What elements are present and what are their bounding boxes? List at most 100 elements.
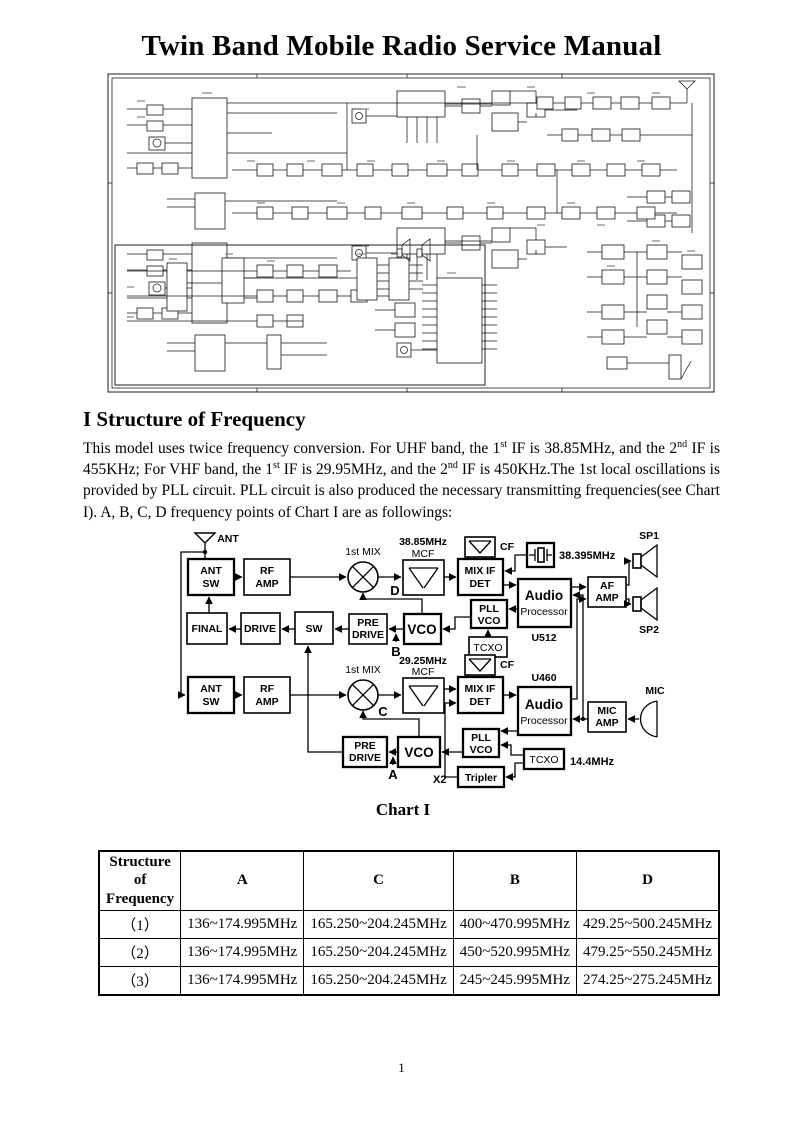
vhf-rf-amp-box: RF AMP <box>243 675 291 714</box>
vhf-mcf-filter: 29.25MHz MCF <box>399 655 447 714</box>
uhf-audio-processor-box: Audio Processor U512 <box>516 577 573 644</box>
cell-a: 136~174.995MHz <box>180 965 305 996</box>
svg-text:DRIVE: DRIVE <box>352 629 384 641</box>
page-title: Twin Band Mobile Radio Service Manual <box>141 30 662 62</box>
schematic-left-ics <box>127 97 357 372</box>
vhf-pre-drive-box: PRE DRIVE <box>341 735 389 768</box>
cell-d: 479.25~550.245MHz <box>576 937 720 967</box>
sp1-label: SP1 <box>639 530 659 542</box>
uhf-pll-vco-box: PLL VCO <box>469 598 509 629</box>
top-schematic-panel <box>107 73 715 393</box>
microphone: MIC <box>640 685 665 738</box>
drive-box: DRIVE <box>240 611 281 645</box>
row-label: （2） <box>98 937 182 967</box>
tripler-box: Tripler X2 <box>433 765 506 788</box>
svg-text:SW: SW <box>203 696 220 708</box>
svg-text:SW: SW <box>306 623 323 635</box>
mic-amp-box: MIC AMP <box>587 700 627 733</box>
svg-text:Tripler: Tripler <box>465 772 497 784</box>
svg-text:AMP: AMP <box>595 592 618 604</box>
svg-text:Processor: Processor <box>520 606 568 618</box>
sp2-label: SP2 <box>639 624 659 636</box>
section-heading: I Structure of Frequency <box>83 407 306 431</box>
svg-text:VCO: VCO <box>478 615 501 627</box>
schematic-pll-clusters <box>351 90 577 280</box>
speaker-sp2: SP2 <box>632 586 659 636</box>
svg-text:SW: SW <box>203 578 220 590</box>
uhf-ant-sw-box: ANT SW <box>186 557 236 596</box>
uhf-cf-filter: CF <box>464 535 515 559</box>
uhf-pre-drive-box: PRE DRIVE <box>348 612 388 645</box>
uhf-rf-amp-box: RF AMP <box>243 557 291 596</box>
point-d-label: D <box>390 583 399 598</box>
header-c: C <box>303 850 454 911</box>
cell-d: 429.25~500.245MHz <box>576 909 720 939</box>
vhf-wires: C A <box>234 590 639 782</box>
svg-text:AMP: AMP <box>595 717 618 729</box>
chart-i-diagram: ANT ANT SW RF AMP 1st MIX 38.85MHz MCF M… <box>83 529 723 800</box>
uhf-tcxo-box: TCXO <box>468 635 508 658</box>
uhf-mix-if-det-box: MIX IF DET <box>456 557 505 596</box>
final-box: FINAL <box>186 611 228 645</box>
frequency-table: Structure of Frequency A C B D （1） 136~1… <box>98 849 720 996</box>
svg-text:PLL: PLL <box>479 603 499 615</box>
uhf-wires: D B <box>205 556 632 659</box>
vhf-mix-if-det-box: MIX IF DET <box>456 675 505 714</box>
svg-text:VCO: VCO <box>407 622 436 637</box>
cell-b: 450~520.995MHz <box>452 937 578 967</box>
point-b-label: B <box>391 644 400 659</box>
vhf-ant-sw-box: ANT SW <box>186 675 236 714</box>
row-label: （1） <box>98 909 182 939</box>
svg-text:RF: RF <box>260 565 275 577</box>
svg-text:DRIVE: DRIVE <box>244 623 276 635</box>
cell-c: 165.250~204.245MHz <box>303 937 454 967</box>
table-row: （3） 136~174.995MHz 165.250~204.245MHz 24… <box>98 965 720 996</box>
vhf-cf-filter: CF <box>464 653 515 677</box>
radio-schematic-diagram <box>107 73 715 393</box>
sw-box: SW <box>294 610 334 645</box>
antenna-label: ANT <box>217 533 239 545</box>
table-row: （1） 136~174.995MHz 165.250~204.245MHz 40… <box>98 909 720 939</box>
chart-caption: Chart I <box>375 799 431 819</box>
uhf-if-frequency: 38.85MHz <box>399 536 447 548</box>
vhf-pll-vco-box: PLL VCO <box>461 727 501 758</box>
svg-text:MCF: MCF <box>412 666 435 678</box>
svg-text:DET: DET <box>470 696 492 708</box>
cell-b: 400~470.995MHz <box>452 909 578 939</box>
vhf-if-frequency: 29.25MHz <box>399 655 447 667</box>
svg-text:PRE: PRE <box>357 617 379 629</box>
svg-text:MIX IF: MIX IF <box>465 565 497 577</box>
schematic-rf-chains <box>227 80 696 233</box>
svg-text:FINAL: FINAL <box>192 623 223 635</box>
svg-text:PRE: PRE <box>354 740 376 752</box>
svg-text:1st MIX: 1st MIX <box>345 546 381 558</box>
uhf-first-mixer: 1st MIX <box>345 546 381 593</box>
schematic-regulators <box>587 244 703 380</box>
u460-label: U460 <box>531 672 556 684</box>
uhf-mcf-filter: 38.85MHz MCF <box>399 536 447 596</box>
svg-text:TCXO: TCXO <box>473 642 502 654</box>
svg-text:Processor: Processor <box>520 715 568 727</box>
u512-label: U512 <box>531 632 556 644</box>
schematic-logic-section <box>114 238 497 386</box>
header-b: B <box>452 850 578 911</box>
svg-text:1st MIX: 1st MIX <box>345 664 381 676</box>
svg-text:AMP: AMP <box>255 578 278 590</box>
mic-label: MIC <box>645 685 665 697</box>
crystal-38mhz: 38.395MHz <box>504 541 616 575</box>
cell-c: 165.250~204.245MHz <box>303 909 454 939</box>
svg-text:TCXO: TCXO <box>529 754 558 766</box>
table-row: （2） 136~174.995MHz 165.250~204.245MHz 45… <box>98 937 720 967</box>
intro-paragraph: This model uses twice frequency conversi… <box>83 439 720 521</box>
svg-text:VCO: VCO <box>404 745 433 760</box>
svg-text:AMP: AMP <box>255 696 278 708</box>
svg-text:MIX IF: MIX IF <box>465 683 497 695</box>
svg-text:CF: CF <box>500 541 515 553</box>
svg-text:Audio: Audio <box>525 588 563 603</box>
svg-text:ANT: ANT <box>200 565 222 577</box>
schematic-label-dashes <box>127 86 695 318</box>
row-label: （3） <box>98 965 182 996</box>
vhf-vco-box: VCO <box>396 735 442 768</box>
table-header-row: Structure of Frequency A C B D <box>98 850 720 911</box>
point-c-label: C <box>378 704 388 719</box>
